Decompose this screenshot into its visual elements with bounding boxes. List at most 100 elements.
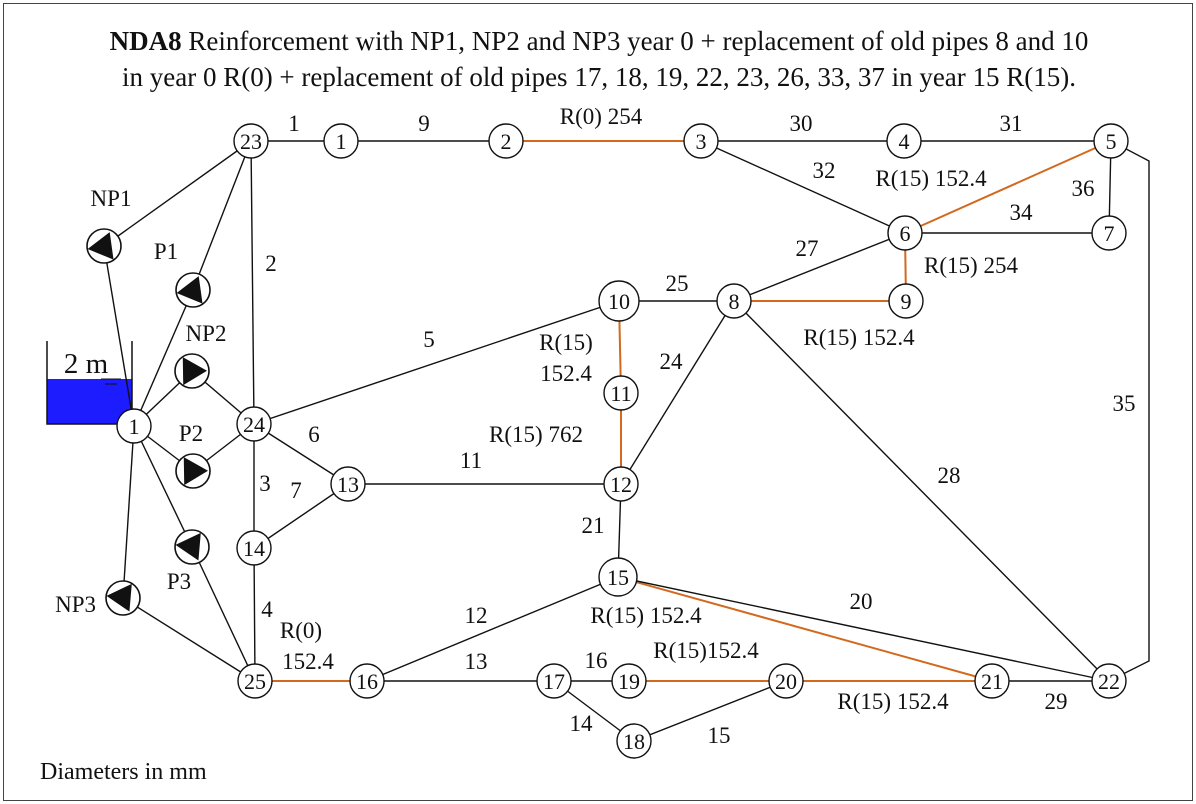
node-circle: [236, 530, 272, 566]
node-label: 1: [129, 414, 140, 439]
pipe-p4: [253, 547, 256, 682]
pipe-label-p21: 21: [582, 513, 605, 538]
pipe-p5: [253, 300, 620, 425]
pipe-p15: [633, 680, 787, 742]
pipe-p56: [904, 140, 1112, 234]
node-circle: [887, 215, 923, 251]
node-circle: [768, 663, 804, 699]
pipe-label-p89: R(15) 152.4: [803, 325, 915, 350]
node-t11: 11: [603, 375, 639, 411]
pump-label-P3: P3: [167, 569, 191, 594]
node-circle: [888, 283, 924, 319]
node-t14: 14: [236, 530, 272, 566]
pump-label-NP1: NP1: [91, 186, 132, 211]
pump-line-P3: [133, 425, 193, 548]
pump-line-P3: [191, 546, 256, 682]
reservoir: 2 m: [46, 341, 133, 425]
pump-NP2: NP2: [174, 321, 226, 389]
node-label: 21: [981, 669, 1003, 694]
pipe-label-p16: 16: [585, 648, 608, 673]
pipe-label-p24: 24: [660, 349, 684, 374]
pipe-label-p2021: R(15) 152.4: [837, 689, 949, 714]
node-label: 13: [337, 472, 359, 497]
pipe-label-p7: 7: [290, 478, 302, 503]
node-circle: [598, 280, 640, 322]
node-circle: [1091, 215, 1127, 251]
pipe-label-p3: 3: [259, 471, 271, 496]
pipe-label-p1: 1: [288, 111, 300, 136]
node-t13: 13: [330, 466, 366, 502]
pump-NP3: NP3: [55, 580, 141, 617]
diameters-note: Diameters in mm: [40, 759, 207, 785]
pipe-label-p5: 5: [423, 327, 435, 352]
node-circle: [116, 408, 152, 444]
pipe-label-p20: 20: [850, 589, 873, 614]
pipe-label-p30: 30: [790, 111, 813, 136]
node-label: 8: [729, 289, 740, 314]
pipe-label-p15: 15: [708, 723, 731, 748]
pipe-label-p2: 2: [265, 251, 277, 276]
node-circle: [349, 663, 385, 699]
node-circle: [323, 123, 359, 159]
node-t7: 7: [1091, 215, 1127, 251]
node-label: 4: [899, 129, 910, 154]
pump-NP1: NP1: [86, 186, 132, 264]
pipe-p35: [1108, 140, 1150, 682]
node-label: 17: [543, 669, 565, 694]
pump-arrow-icon: [106, 583, 132, 612]
pipe-label-p2r: R(0) 254: [560, 104, 643, 129]
node-label: 15: [607, 565, 629, 590]
pipe-label-p9: 9: [418, 111, 430, 136]
pipe-p20: [617, 576, 1110, 682]
node-label: 14: [243, 536, 265, 561]
pipe-label-p35: 35: [1113, 391, 1136, 416]
node-t8: 8: [716, 283, 752, 319]
pipe-label-p6: 6: [308, 422, 320, 447]
pipe-label-p11: 11: [460, 448, 482, 473]
pipe-label-p25: 25: [666, 271, 689, 296]
pump-arrow-icon: [176, 276, 203, 304]
node-circle: [886, 123, 922, 159]
node-t10: 10: [598, 280, 640, 322]
pipe-p32: [700, 140, 906, 234]
node-label: 3: [696, 129, 707, 154]
node-n1: 1: [116, 408, 152, 444]
title-line-2: in year 0 R(0) + replacement of old pipe…: [121, 62, 1077, 92]
pipe-label-p1920: R(15)152.4: [653, 638, 759, 663]
node-label: 2: [501, 129, 512, 154]
pipe-label-p29: 29: [1045, 689, 1068, 714]
node-circle: [536, 663, 572, 699]
node-t15: 15: [598, 557, 638, 597]
pipe-p2: [250, 140, 255, 425]
diagram-frame: NDA8 Reinforcement with NP1, NP2 and NP3…: [3, 3, 1193, 801]
node-circle: [236, 406, 272, 442]
node-t5: 5: [1093, 123, 1129, 159]
node-circle: [237, 663, 273, 699]
node-t22: 22: [1091, 663, 1127, 699]
node-label: 1: [336, 129, 347, 154]
pump-P3: P3: [167, 529, 210, 594]
pipe-label-p12: 12: [465, 603, 488, 628]
node-label: 5: [1106, 129, 1117, 154]
node-label: 24: [243, 412, 265, 437]
node-label: 19: [618, 669, 640, 694]
node-n25: 25: [237, 663, 273, 699]
node-circle: [616, 723, 652, 759]
node-label: 18: [623, 729, 645, 754]
node-label: 25: [244, 669, 266, 694]
node-t16: 16: [349, 663, 385, 699]
pipe-label-p4: 4: [261, 597, 273, 622]
node-circle: [611, 663, 647, 699]
node-label: 7: [1104, 221, 1115, 246]
pipe-label-p34: 34: [1010, 200, 1034, 225]
pipe-p24: [620, 300, 735, 485]
node-t21: 21: [974, 663, 1010, 699]
node-label: 22: [1098, 669, 1120, 694]
pipe-label-p27: 27: [796, 236, 819, 261]
node-label: 23: [240, 129, 262, 154]
reservoir-tank: [46, 341, 133, 425]
node-t4: 4: [886, 123, 922, 159]
